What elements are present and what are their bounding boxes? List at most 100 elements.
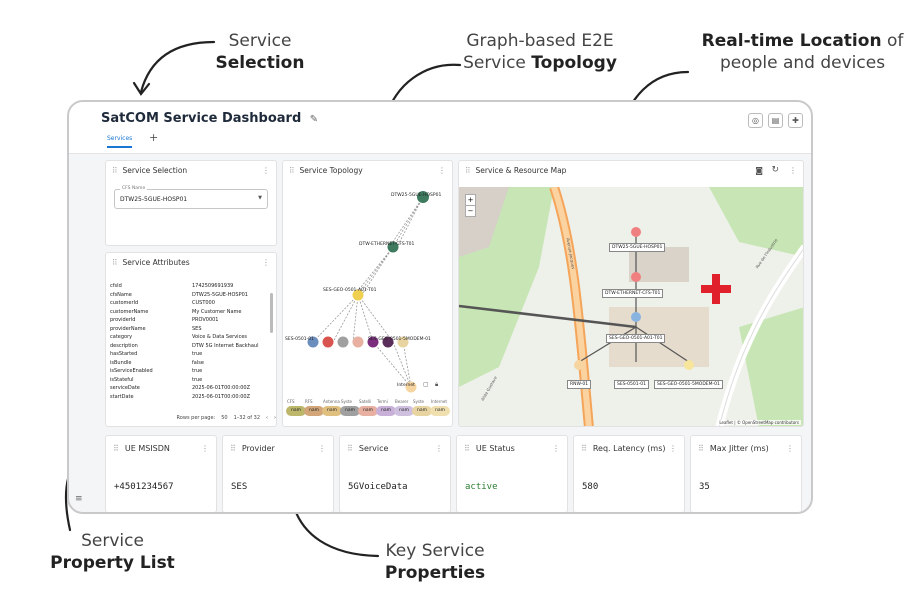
annotation-property-list: Service Property List: [45, 530, 180, 574]
card-value: active: [465, 482, 498, 492]
attribute-value: true: [192, 368, 203, 374]
topology-graph[interactable]: [283, 177, 453, 397]
zoom-in-button[interactable]: +: [467, 196, 474, 204]
more-vert-icon[interactable]: ⋮: [786, 444, 794, 453]
more-vert-icon[interactable]: ⋮: [262, 258, 270, 267]
tab-services[interactable]: Services: [107, 135, 133, 148]
legend-label: Antenna: [323, 399, 340, 404]
attribute-value: true: [192, 376, 203, 383]
map-label: DTW25-5GUE-HOSP01: [609, 243, 666, 252]
refresh-icon[interactable]: ↻: [771, 165, 779, 175]
drag-handle-icon[interactable]: ⠿: [465, 166, 471, 175]
target-icon[interactable]: ◎: [748, 113, 763, 128]
lock-icon[interactable]: 🔒︎: [435, 381, 439, 388]
attribute-value: My Customer Name: [192, 308, 242, 315]
drag-handle-icon[interactable]: ⠿: [289, 166, 295, 175]
table-row: cfsId 1742509691939: [110, 283, 274, 289]
topology-node: [352, 289, 364, 301]
drag-handle-icon[interactable]: ⠿: [581, 444, 587, 453]
scrollbar[interactable]: [270, 293, 273, 333]
card-title: ⠿ Req. Latency (ms): [581, 444, 666, 453]
attribute-key: serviceDate: [110, 385, 140, 391]
chevron-right-icon[interactable]: ›: [274, 415, 276, 421]
legend-label: Syste: [341, 399, 353, 404]
zoom-out-button[interactable]: −: [466, 205, 475, 215]
legend-pill[interactable]: nam: [304, 406, 324, 416]
drag-handle-icon[interactable]: ⠿: [698, 444, 704, 453]
annotation-text-line1: Real-time Location of: [690, 30, 915, 52]
table-pagination: Rows per page: 50 1–32 of 32 ‹ ›: [110, 415, 276, 421]
topology-label: DTW-ETHERNET-CFS-T01: [359, 242, 415, 247]
service-resource-map-panel: ⠿Service & Resource Map ◙ ↻ ⋮: [458, 160, 804, 427]
pencil-icon[interactable]: ✎: [309, 114, 319, 125]
annotation-bold: Properties: [384, 563, 486, 583]
annotation-bold: Topology: [531, 53, 617, 73]
fit-view-icon[interactable]: ▢: [423, 381, 429, 388]
document-icon[interactable]: ▤: [768, 113, 783, 128]
drag-handle-icon[interactable]: ⠿: [464, 444, 470, 453]
more-vert-icon[interactable]: ⋮: [438, 166, 446, 175]
card-title: ⠿UE Status: [464, 444, 515, 453]
legend-pill[interactable]: nam: [376, 406, 396, 416]
puzzle-icon[interactable]: ✚: [788, 113, 803, 128]
map-view[interactable]: [459, 187, 804, 427]
drag-handle-icon[interactable]: ⠿: [347, 444, 353, 453]
more-vert-icon[interactable]: ⋮: [201, 444, 209, 453]
drag-handle-icon[interactable]: ⠿: [113, 444, 119, 453]
panel-title: ⠿Service Topology: [289, 166, 363, 175]
cfs-name-label: CFS Name: [120, 186, 148, 191]
camera-icon[interactable]: ◙: [755, 166, 763, 175]
legend-pill[interactable]: nam: [394, 406, 414, 416]
attribute-value: true: [192, 351, 203, 357]
legend-label: Termi: [377, 399, 388, 404]
more-vert-icon[interactable]: ⋮: [318, 444, 326, 453]
rows-per-page-select[interactable]: 50: [221, 415, 228, 421]
add-tab-button[interactable]: +: [149, 131, 159, 144]
filter-list-icon[interactable]: ≡: [75, 494, 83, 504]
legend-pill[interactable]: nam: [412, 406, 432, 416]
legend-pill[interactable]: nam: [322, 406, 342, 416]
attribute-value: 1742509691939: [192, 283, 234, 289]
panel-title: ⠿Service Selection: [112, 166, 187, 175]
topology-node: [417, 191, 429, 203]
zoom-controls: + −: [465, 194, 476, 217]
attribute-key: isStateful: [110, 376, 134, 383]
topology-label: SES-GEO-0501-A01-T01: [323, 288, 377, 293]
annotation-text: people and devices: [719, 53, 886, 73]
more-vert-icon[interactable]: ⋮: [435, 444, 443, 453]
card-title-text: Req. Latency (ms): [592, 444, 666, 453]
more-vert-icon[interactable]: ⋮: [552, 444, 560, 453]
more-vert-icon[interactable]: ⋮: [669, 444, 677, 453]
card-value: SES: [231, 482, 248, 492]
annotation-bold: Selection: [215, 53, 305, 73]
cfs-name-select[interactable]: DTW25-5GUE-HOSP01 ▼: [114, 189, 268, 209]
header-icons: ◎ ▤ ✚: [748, 113, 803, 128]
drag-handle-icon[interactable]: ⠿: [112, 166, 118, 175]
topology-label: SES-0501-01: [285, 337, 314, 342]
drag-handle-icon[interactable]: ⠿: [230, 444, 236, 453]
map-attribution[interactable]: Leaflet | © OpenStreetMap contributors: [717, 420, 801, 425]
panel-title: ⠿Service & Resource Map: [465, 166, 566, 175]
property-card: ⠿UE MSISDN⋮+4501234567: [105, 435, 217, 512]
more-vert-icon[interactable]: ⋮: [262, 166, 270, 175]
card-title: ⠿Max Jitter (ms): [698, 444, 769, 453]
legend-label: Syste: [413, 399, 425, 404]
legend-pill[interactable]: nam: [430, 406, 450, 416]
attribute-key: cfsId: [110, 283, 122, 289]
more-vert-icon[interactable]: ⋮: [789, 166, 797, 175]
topology-nodes: [307, 191, 429, 393]
topology-node: [387, 241, 399, 253]
map-label: SES-0501-01: [614, 380, 649, 389]
attribute-value: CUST000: [192, 300, 215, 306]
legend-pill[interactable]: nam: [358, 406, 378, 416]
chevron-left-icon[interactable]: ‹: [266, 415, 268, 421]
annotation-text: Service: [228, 31, 292, 51]
topology-node: [367, 336, 379, 348]
legend-pill[interactable]: nam: [340, 406, 360, 416]
legend-pill[interactable]: nam: [286, 406, 306, 416]
drag-handle-icon[interactable]: ⠿: [112, 258, 118, 267]
topology-label: Internet: [397, 383, 415, 388]
map-label: SES-GEO-0501-5MODEM-01: [654, 380, 723, 389]
